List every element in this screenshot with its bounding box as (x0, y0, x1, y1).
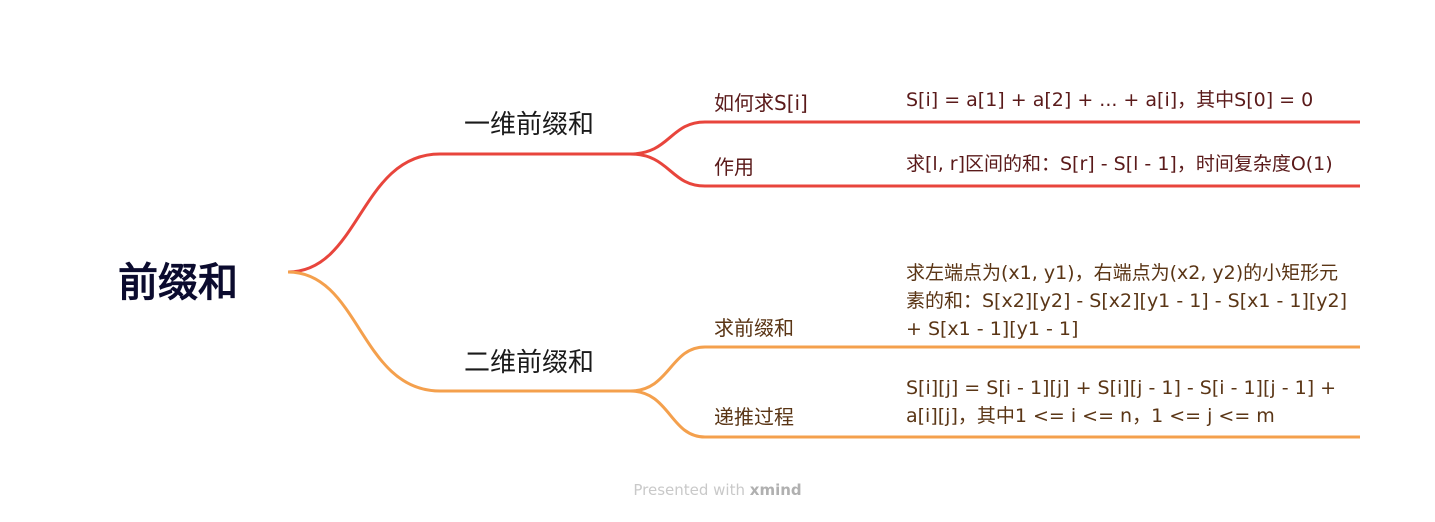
detail-usage[interactable]: 求[l, r]区间的和：S[r] - S[l - 1]，时间复杂度O(1) (906, 153, 1333, 175)
connector-root-branch-2 (287, 270, 630, 393)
detail-recurrence[interactable]: S[i][j] = S[i - 1][j] + S[i][j - 1] - S[… (906, 377, 1337, 427)
connector-branch-1-child-2 (629, 152, 1360, 188)
connector-branch-1-child-1 (629, 120, 1360, 156)
detail-how-to-compute[interactable]: S[i] = a[1] + a[2] + ... + a[i]，其中S[0] =… (906, 89, 1314, 111)
branch-topic-2d-prefix-sum[interactable]: 二维前缀和 (464, 348, 595, 378)
subtopic-recurrence[interactable]: 递推过程 (714, 405, 794, 429)
footer-prefix: Presented with (633, 481, 745, 499)
connector-branch-2-child-1 (629, 345, 1360, 393)
branch-topic-1d-prefix-sum[interactable]: 一维前缀和 (464, 110, 595, 140)
connector-root-branch-1 (287, 152, 630, 274)
subtopic-usage[interactable]: 作用 (714, 155, 754, 179)
detail-compute-prefix-sum[interactable]: 求左端点为(x1, y1)，右端点为(x2, y2)的小矩形元素的和：S[x2]… (906, 262, 1348, 340)
xmind-brand-label: xmind (749, 481, 802, 499)
footer-credit: Presented with xmind (0, 481, 1435, 499)
subtopic-compute-prefix-sum[interactable]: 求前缀和 (714, 316, 794, 340)
connector-branch-2-child-2 (629, 389, 1360, 439)
root-topic[interactable]: 前缀和 (118, 260, 238, 306)
subtopic-how-to-compute[interactable]: 如何求S[i] (714, 91, 808, 115)
